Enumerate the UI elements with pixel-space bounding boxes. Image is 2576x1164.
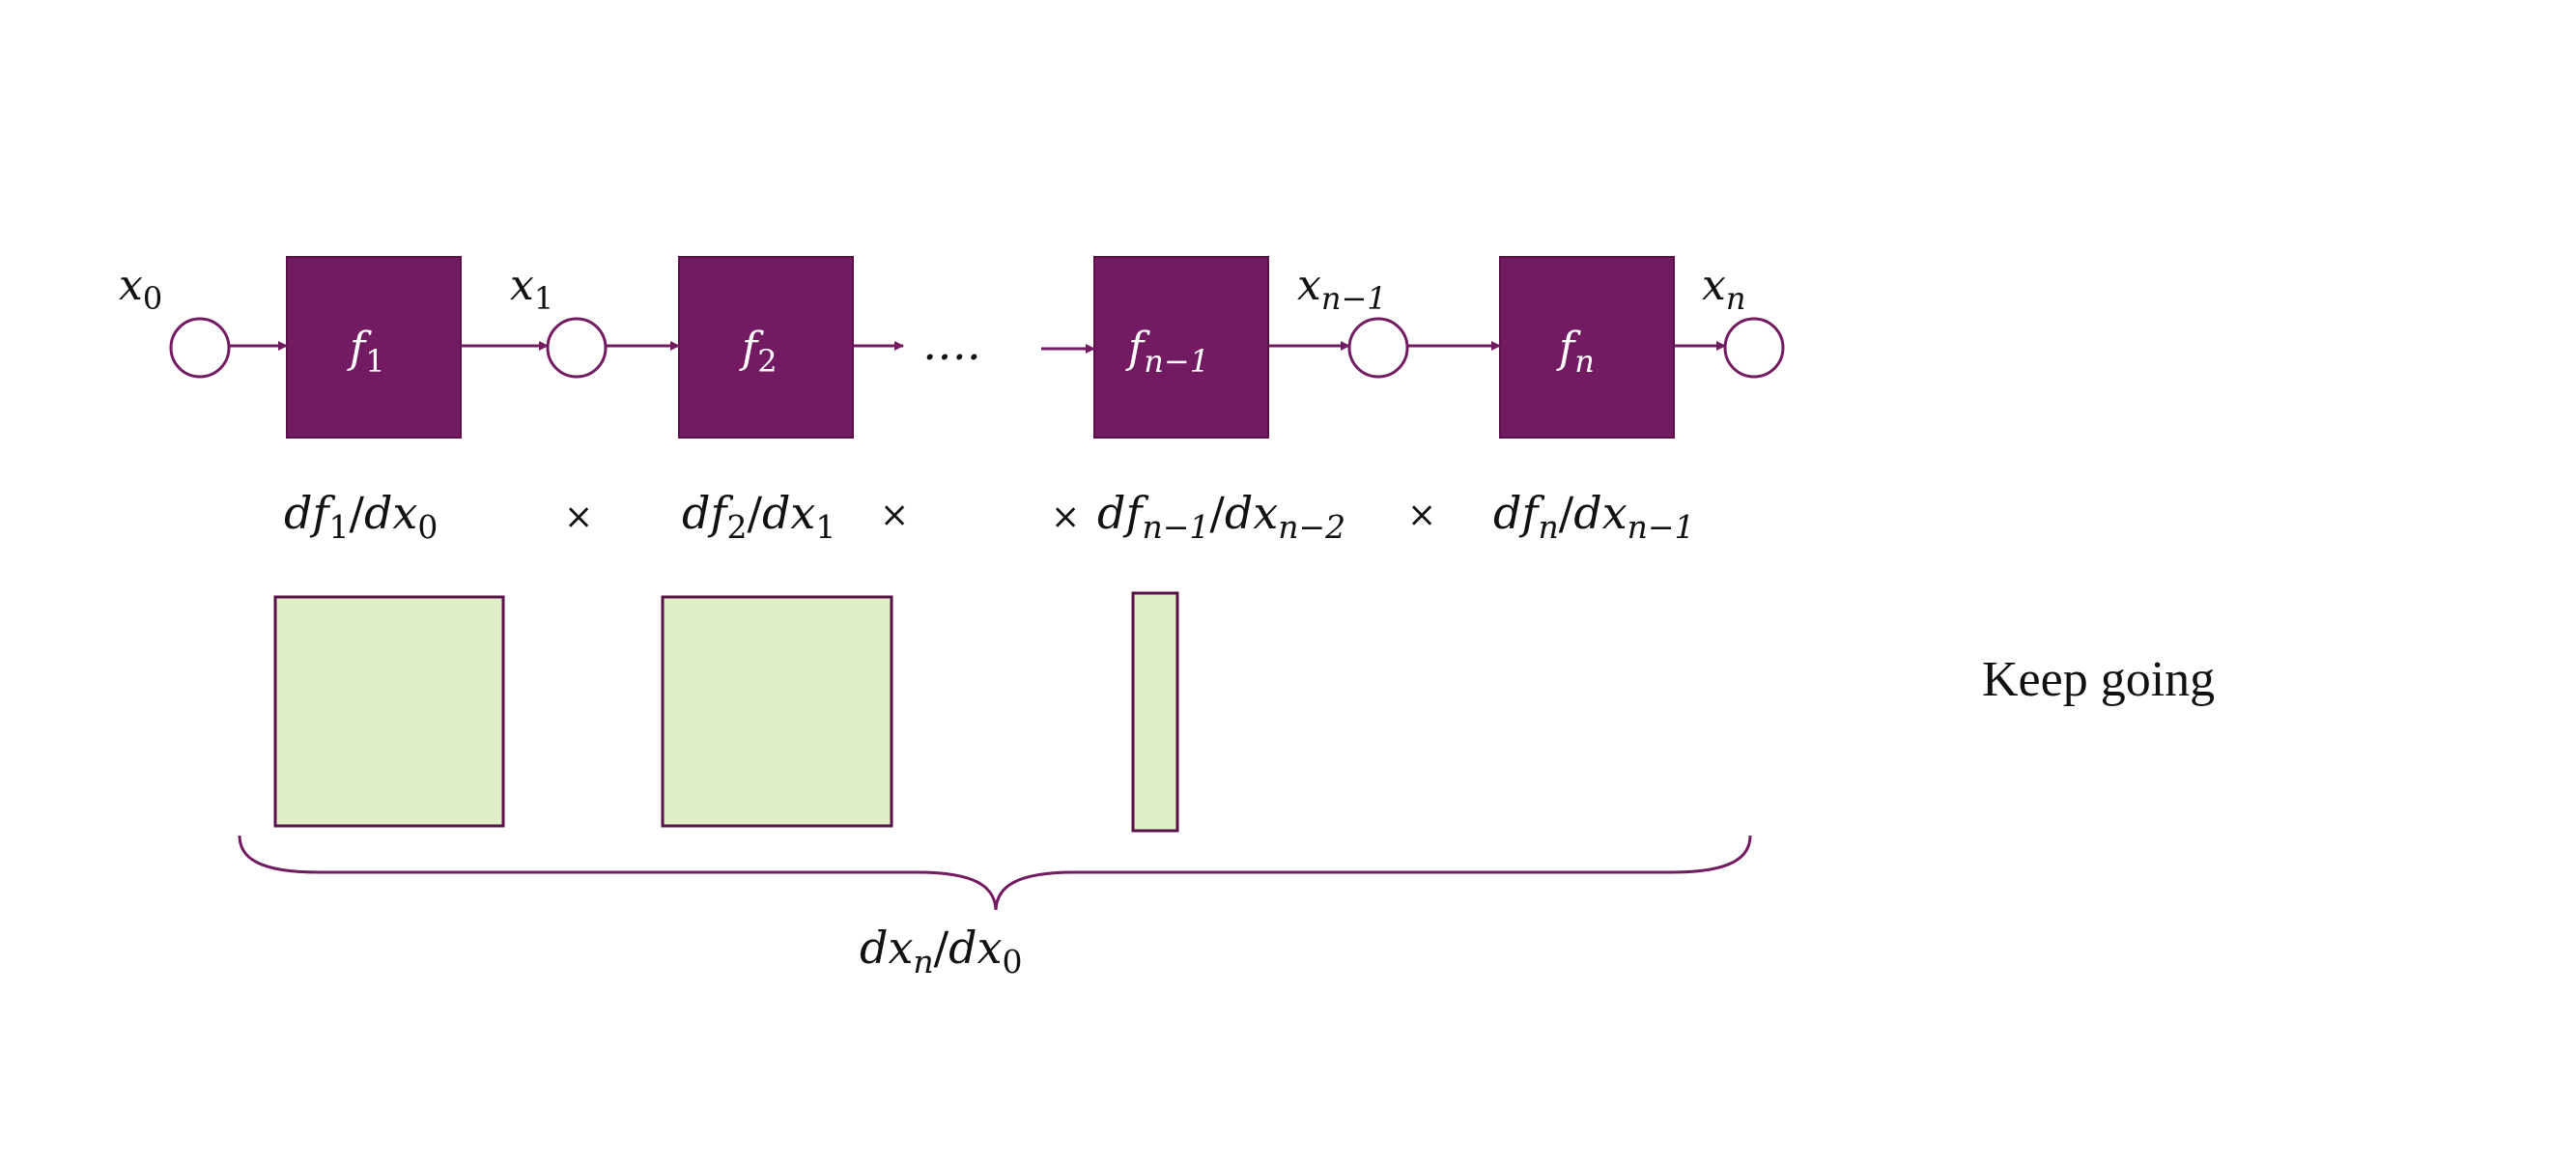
times-symbol-3: × [1051, 497, 1080, 537]
jacobian-matrix-column [1131, 591, 1179, 833]
curly-brace [238, 835, 1752, 911]
function-box-fn-minus-1 [1093, 256, 1269, 439]
ellipsis: …. [922, 318, 981, 370]
derivative-df1-dx0: df1/dx0 [284, 487, 438, 546]
times-symbol-2: × [880, 496, 909, 535]
jacobian-matrix-1 [273, 595, 505, 828]
function-box-f1 [286, 256, 462, 439]
node-xn [1723, 317, 1785, 379]
derivative-dfn-dxn-minus-1: dfn/dxn−1 [1493, 487, 1695, 546]
times-symbol-1: × [564, 497, 593, 537]
function-box-f2 [678, 256, 854, 439]
node-x1 [546, 317, 608, 379]
derivative-dfn-minus-1-dxn-minus-2: dfn−1/dxn−2 [1097, 487, 1345, 546]
node-label-xn-minus-1: xn−1 [1297, 261, 1387, 317]
derivative-df2-dx1: df2/dx1 [682, 487, 835, 546]
keep-going-note: Keep going [1982, 652, 2215, 707]
node-label-x1: x1 [510, 261, 553, 317]
node-x0 [169, 317, 231, 379]
node-label-xn: xn [1702, 261, 1745, 317]
node-xn-minus-1 [1347, 317, 1409, 379]
times-symbol-4: × [1407, 496, 1436, 535]
jacobian-matrix-2 [661, 595, 893, 828]
node-label-x0: x0 [119, 261, 162, 317]
function-box-fn [1499, 256, 1675, 439]
total-derivative-dxn-dx0: dxn/dx0 [860, 922, 1023, 980]
